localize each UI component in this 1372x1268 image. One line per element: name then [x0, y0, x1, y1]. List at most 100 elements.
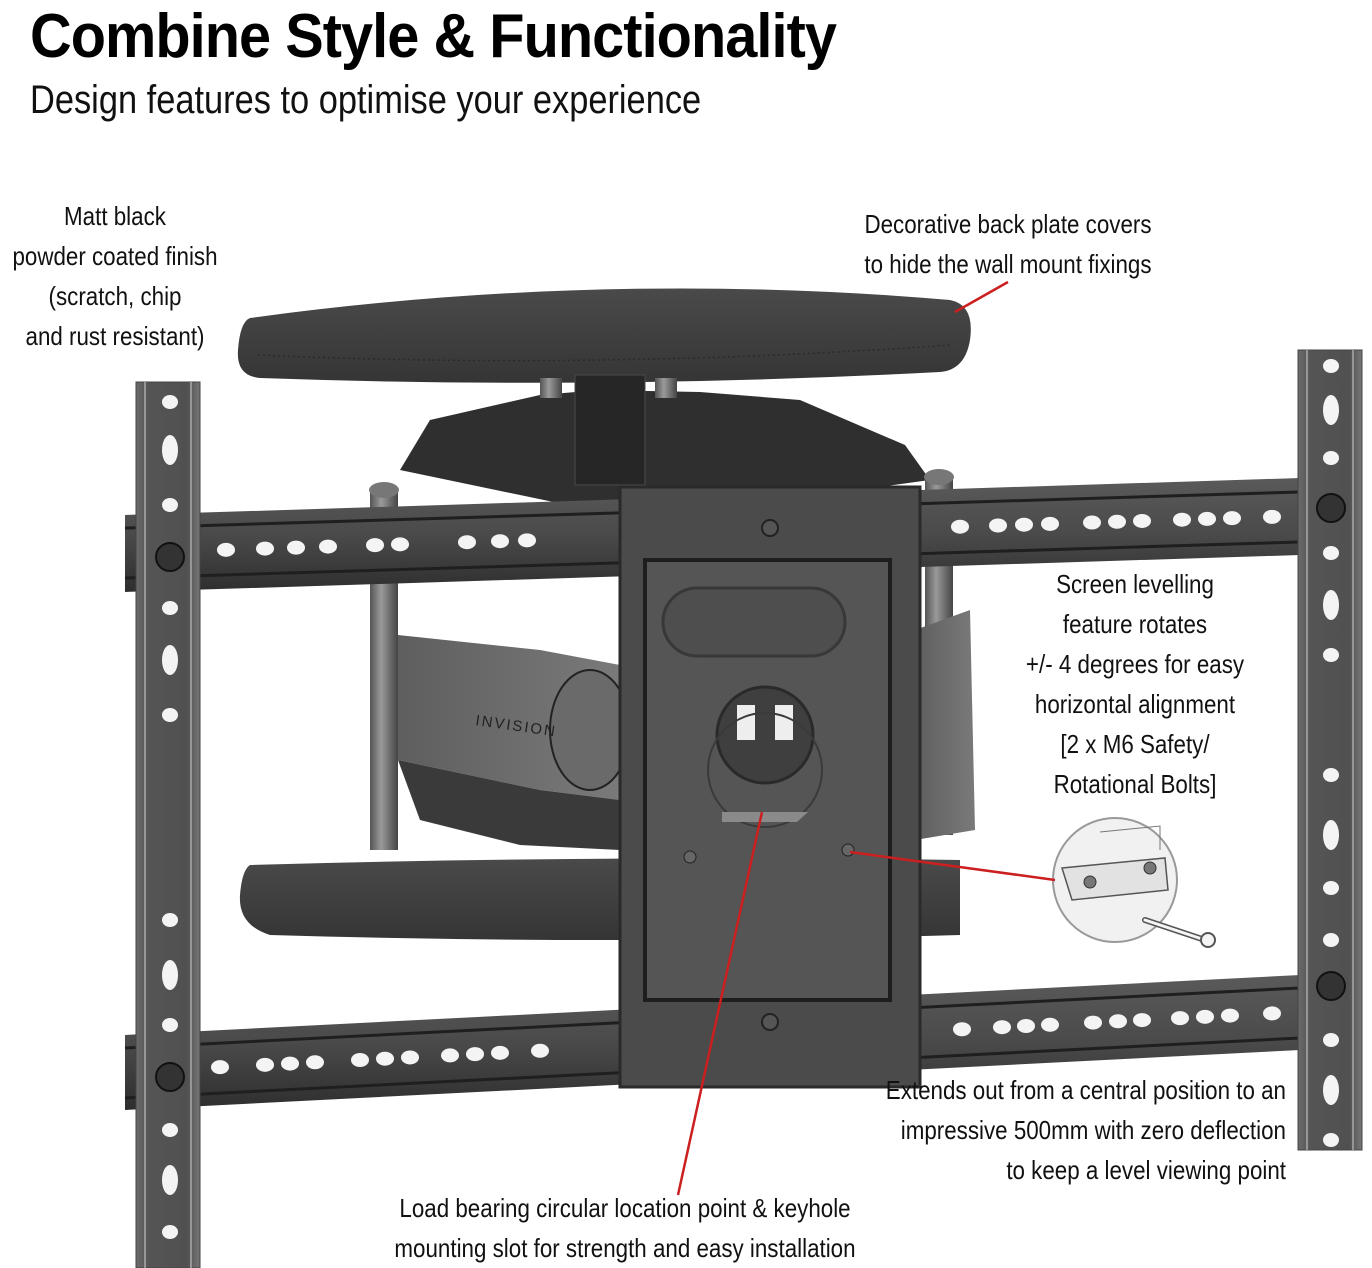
mounting-hole — [1323, 768, 1339, 782]
mounting-hole — [162, 708, 178, 722]
callout-line: +/- 4 degrees for easy — [1025, 649, 1245, 679]
mounting-hole — [466, 1047, 484, 1062]
callout-extension: Extends out from a central position to a… — [877, 1070, 1286, 1190]
upper-rail-holes — [217, 509, 1281, 557]
left-vertical-tv-arm — [135, 381, 201, 1268]
mounting-hole — [162, 498, 178, 512]
mounting-hole — [162, 1018, 178, 1032]
safety-bolt — [155, 1062, 185, 1092]
safety-bolt — [1316, 493, 1346, 523]
callout-levelling: Screen levelling feature rotates +/- 4 d… — [1010, 564, 1259, 804]
mounting-hole — [1173, 512, 1191, 527]
mounting-hole — [1323, 590, 1339, 620]
callout-line: Matt black — [64, 201, 166, 231]
mounting-hole — [1323, 648, 1339, 662]
mounting-hole — [1083, 515, 1101, 530]
callout-line: powder coated finish — [12, 241, 218, 271]
callout-line: Load bearing circular location point & k… — [399, 1193, 851, 1223]
back-plate-cover-top — [237, 288, 971, 383]
callout-line: horizontal alignment — [1034, 689, 1236, 719]
mounting-hole — [162, 960, 178, 990]
mounting-hole — [1171, 1011, 1189, 1026]
mounting-hole — [531, 1043, 549, 1058]
mounting-hole — [391, 537, 409, 552]
mounting-hole — [1323, 546, 1339, 560]
mounting-hole — [162, 645, 178, 675]
mounting-hole — [1017, 1018, 1035, 1033]
mounting-hole — [162, 601, 178, 615]
safety-bolt — [1316, 971, 1346, 1001]
mounting-hole — [306, 1055, 324, 1070]
callout-line: Extends out from a central position to a… — [885, 1075, 1286, 1105]
page-title: Combine Style & Functionality — [30, 2, 837, 71]
central-mounting-plate — [618, 485, 922, 1089]
callout-line: to hide the wall mount fixings — [864, 249, 1152, 279]
callout-line: Decorative back plate covers — [864, 209, 1152, 239]
mounting-hole — [1263, 1006, 1281, 1021]
mounting-hole — [518, 533, 536, 548]
mounting-hole — [1133, 513, 1151, 528]
mounting-hole — [351, 1053, 369, 1067]
mounting-hole — [162, 1225, 178, 1239]
callout-line: and rust resistant) — [25, 321, 205, 351]
callout-finish: Matt black powder coated finish (scratch… — [8, 196, 223, 356]
mounting-hole — [1133, 1013, 1151, 1028]
mounting-hole — [1221, 1008, 1239, 1023]
mounting-hole — [1323, 359, 1339, 373]
lower-rail-holes — [211, 1006, 1281, 1075]
mounting-hole — [1323, 1133, 1339, 1147]
mounting-hole — [366, 538, 384, 553]
left-articulating-arm: INVISION — [369, 482, 631, 850]
mounting-hole — [1015, 517, 1033, 532]
mounting-hole — [441, 1048, 459, 1063]
mounting-hole — [211, 1060, 229, 1075]
mounting-hole — [162, 395, 178, 409]
mounting-hole — [1323, 820, 1339, 850]
mounting-hole — [491, 534, 509, 549]
mounting-hole — [953, 1022, 971, 1037]
mounting-hole — [319, 539, 337, 554]
mounting-hole — [162, 1165, 178, 1195]
mounting-hole — [1323, 1033, 1339, 1047]
page-subtitle: Design features to optimise your experie… — [30, 78, 702, 122]
mounting-hole — [491, 1045, 509, 1060]
leader-levelling — [849, 850, 1056, 882]
mounting-hole — [1041, 1017, 1059, 1032]
mounting-hole — [1323, 451, 1339, 465]
mounting-hole — [162, 1123, 178, 1137]
callout-line: (scratch, chip — [48, 281, 182, 311]
mounting-hole — [1109, 1014, 1127, 1029]
mounting-hole — [1041, 516, 1059, 531]
mounting-hole — [1323, 1075, 1339, 1105]
mounting-hole — [376, 1051, 394, 1066]
mounting-hole — [993, 1020, 1011, 1035]
mounting-hole — [1198, 511, 1216, 526]
mounting-hole — [1108, 514, 1126, 529]
callout-line: [2 x M6 Safety/ — [1060, 729, 1210, 759]
callout-line: Rotational Bolts] — [1053, 769, 1217, 799]
mounting-hole — [401, 1050, 419, 1065]
mounting-hole — [989, 518, 1007, 533]
leader-load-point — [676, 811, 764, 1196]
mounting-hole — [1084, 1015, 1102, 1030]
mounting-hole — [256, 1057, 274, 1072]
wrench-icon — [1142, 917, 1216, 948]
mounting-hole — [1263, 509, 1281, 524]
right-vertical-tv-arm — [1297, 349, 1363, 1151]
callout-line: mounting slot for strength and easy inst… — [394, 1233, 856, 1263]
callout-line: impressive 500mm with zero deflection — [900, 1115, 1286, 1145]
mounting-hole — [162, 913, 178, 927]
mounting-hole — [458, 535, 476, 550]
callout-load-point: Load bearing circular location point & k… — [371, 1188, 878, 1268]
mounting-hole — [256, 541, 274, 556]
mounting-hole — [281, 1056, 299, 1071]
mounting-hole — [287, 540, 305, 555]
safety-bolt — [155, 542, 185, 572]
mounting-hole — [1323, 395, 1339, 425]
callout-line: feature rotates — [1062, 609, 1208, 639]
callout-backplate: Decorative back plate covers to hide the… — [845, 204, 1172, 284]
mounting-hole — [1323, 881, 1339, 895]
callout-line: Screen levelling — [1056, 569, 1214, 599]
mounting-hole — [1323, 933, 1339, 947]
